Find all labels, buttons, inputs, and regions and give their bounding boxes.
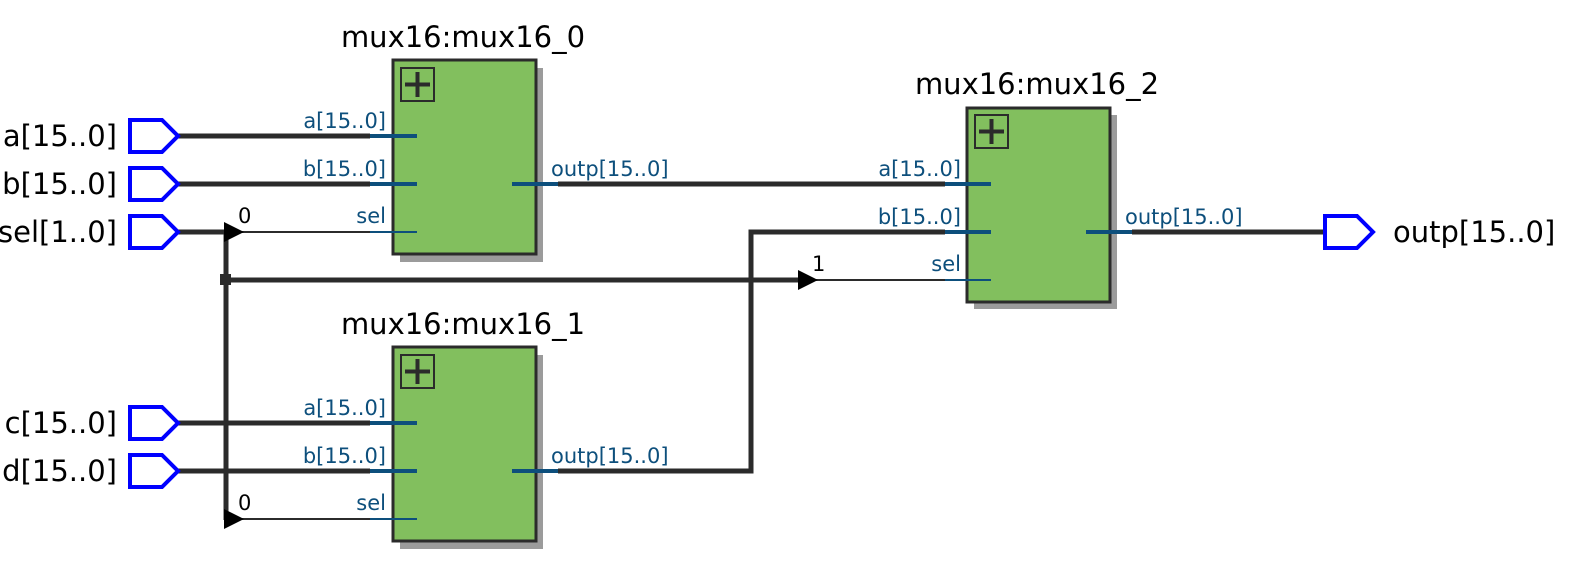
input-pin-d[interactable]: d[15..0]	[2, 453, 181, 489]
bit-select-arrow-mux1	[224, 509, 244, 529]
port-label-sel: sel	[931, 252, 961, 276]
port-label-outp: outp[15..0]	[551, 157, 669, 181]
input-pin-icon	[128, 166, 181, 202]
input-pin-sel[interactable]: sel[1..0]	[0, 214, 181, 250]
input-pin-c[interactable]: c[15..0]	[5, 405, 181, 441]
sel-junction	[220, 274, 231, 285]
port-label-a: a[15..0]	[878, 157, 961, 181]
port-label-sel: sel	[356, 204, 386, 228]
pin-label: d[15..0]	[2, 454, 117, 488]
port-label-b: b[15..0]	[303, 444, 386, 468]
instance-mux16-1[interactable]: mux16:mux16_1 a[15..0] b[15..0] sel outp…	[303, 307, 669, 549]
port-label-b: b[15..0]	[878, 205, 961, 229]
bit-select-arrow-mux2	[798, 270, 818, 290]
wire-mux1-outp[interactable]	[558, 229, 945, 474]
port-label-outp: outp[15..0]	[1125, 205, 1243, 229]
input-pin-icon	[128, 405, 181, 441]
port-label-b: b[15..0]	[303, 157, 386, 181]
instance-mux16-2[interactable]: mux16:mux16_2 a[15..0] b[15..0] sel outp…	[878, 67, 1243, 309]
instance-title: mux16:mux16_2	[915, 67, 1159, 101]
instance-title: mux16:mux16_1	[341, 307, 585, 341]
bit-select-label-mux0: 0	[238, 204, 251, 228]
block-body[interactable]	[391, 345, 538, 543]
pin-label: a[15..0]	[3, 119, 117, 153]
output-pin-outp[interactable]: outp[15..0]	[1323, 214, 1555, 250]
block-body[interactable]	[965, 106, 1112, 304]
output-pin-icon	[1323, 214, 1376, 250]
input-pin-a[interactable]: a[15..0]	[3, 118, 181, 154]
input-pin-icon	[128, 118, 181, 154]
pin-label: outp[15..0]	[1393, 215, 1555, 249]
pin-label: b[15..0]	[2, 167, 117, 201]
plus-icon[interactable]	[974, 114, 1009, 149]
instance-title: mux16:mux16_0	[341, 20, 585, 54]
plus-icon[interactable]	[400, 67, 435, 102]
port-label-a: a[15..0]	[303, 396, 386, 420]
pin-label: sel[1..0]	[0, 215, 117, 249]
pin-label: c[15..0]	[5, 406, 117, 440]
port-label-outp: outp[15..0]	[551, 444, 669, 468]
bit-select-arrow-mux0	[224, 222, 244, 242]
bit-select-label-mux1: 0	[238, 491, 251, 515]
block-body[interactable]	[391, 58, 538, 256]
input-pin-icon	[128, 453, 181, 489]
input-pin-icon	[128, 214, 181, 250]
port-label-a: a[15..0]	[303, 109, 386, 133]
wires	[178, 133, 1325, 520]
instance-mux16-0[interactable]: mux16:mux16_0 a[15..0] b[15..0] sel outp…	[303, 20, 669, 262]
bit-select-label-mux2: 1	[812, 252, 825, 276]
plus-icon[interactable]	[400, 354, 435, 389]
input-pin-b[interactable]: b[15..0]	[2, 166, 181, 202]
bit-selectors: 0 0 1	[224, 204, 825, 529]
port-label-sel: sel	[356, 491, 386, 515]
